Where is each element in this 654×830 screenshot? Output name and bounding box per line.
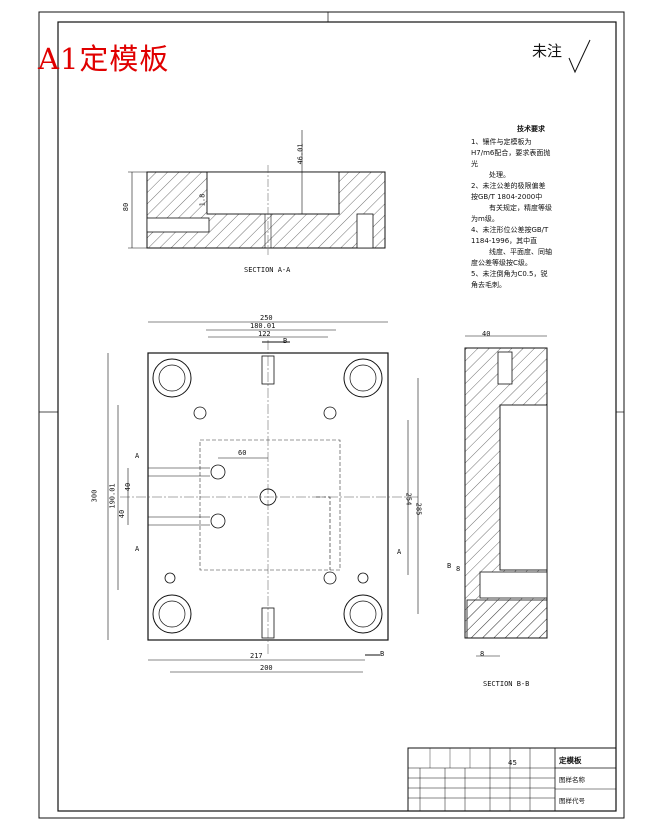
section-bb-label: SECTION B-B <box>483 680 530 688</box>
drawing-name: 图样名称 <box>559 776 585 784</box>
dim-plan-200: 200 <box>260 664 273 672</box>
tech-line: 1184-1996，其中直 <box>471 237 538 245</box>
dim-plan-122: 122 <box>258 330 271 338</box>
cut-mark-a: A <box>135 452 140 460</box>
tech-line: 光 <box>471 160 478 168</box>
tech-line: 有关规定，精度等级 <box>489 204 552 212</box>
tech-line: 5、未注倒角为C0.5，锐 <box>471 270 548 278</box>
section-aa-label: SECTION A-A <box>244 266 291 274</box>
dim-plan-60: 60 <box>238 449 247 457</box>
dim-plan-height: 300 <box>90 489 99 503</box>
tech-line: 为m级。 <box>471 215 499 223</box>
tech-line: 按GB/T 1804-2000中 <box>471 193 543 201</box>
dim-plan-190: 190.01 <box>108 483 117 509</box>
outer-border <box>38 11 625 819</box>
tech-line: H7/m6配合，要求表面抛 <box>471 149 551 157</box>
part-name: 定模板 <box>559 756 582 765</box>
dim-bb-width: 40 <box>482 330 491 338</box>
dim-aa-small: 1.8 <box>198 193 207 207</box>
tech-line: 2、未注公差的极限偏差 <box>471 182 546 190</box>
dim-plan-285: 285 <box>414 502 423 516</box>
tech-line: 度公差等级按C级。 <box>471 259 532 267</box>
cut-mark-a: A <box>397 548 402 556</box>
dim-bb-8a: 8 <box>480 650 485 658</box>
dim-aa-depth: 46.01 <box>296 143 305 165</box>
cut-mark-b: B <box>380 650 385 658</box>
inner-border <box>57 21 617 812</box>
dim-plan-40b: 40 <box>124 482 133 492</box>
dim-plan-40a: 40 <box>118 509 127 519</box>
section-bb-view <box>464 335 548 657</box>
scale-value: 45 <box>508 759 517 767</box>
tech-line: 线度、平面度、同轴 <box>489 248 552 256</box>
cut-mark-b: B <box>283 337 288 345</box>
tech-line: 角去毛刺。 <box>471 281 506 289</box>
tech-line: 4、未注形位公差按GB/T <box>471 226 549 234</box>
dim-plan-217: 217 <box>250 652 263 660</box>
cut-mark-a: A <box>135 545 140 553</box>
tech-line: 1、镶件与定模板为 <box>471 138 532 146</box>
dim-plan-254: 254 <box>404 492 413 506</box>
plan-view <box>107 321 420 673</box>
tech-heading: 技术要求 <box>517 125 545 133</box>
tech-requirements: 技术要求 1、镶件与定模板为 H7/m6配合，要求表面抛 光 处理。 2、未注公… <box>471 124 591 291</box>
dim-bb-8b: 8 <box>456 565 461 573</box>
dim-plan-inner: 180.01 <box>250 322 276 330</box>
surface-note: 未注 <box>532 42 563 60</box>
tech-line: 处理。 <box>489 171 510 179</box>
dim-aa-height: 80 <box>122 202 131 212</box>
cut-mark-b: B <box>447 562 452 570</box>
roughness-symbol <box>568 39 591 74</box>
title-block <box>407 747 617 812</box>
dim-plan-width: 250 <box>260 314 273 322</box>
section-aa-view <box>128 130 386 255</box>
drawing-code: 图样代号 <box>559 797 585 805</box>
title-mark: A1定模板 <box>38 42 170 76</box>
